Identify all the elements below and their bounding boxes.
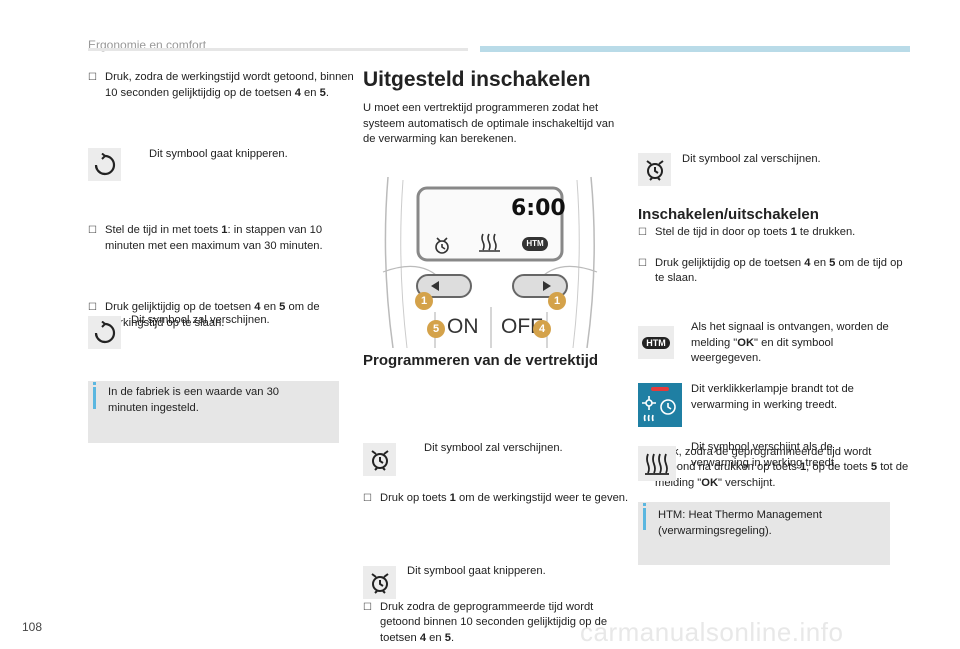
caption: Dit symbool gaat knipperen. <box>407 565 546 577</box>
caption: Dit symbool zal verschijnen. <box>424 442 563 454</box>
caption: Dit symbool gaat knipperen. <box>149 148 288 160</box>
page-number: 108 <box>22 620 43 634</box>
callout-badge: 5 <box>427 320 445 338</box>
step-item: ☐ Stel de tijd in met toets 1: in stappe… <box>88 224 323 252</box>
alarm-clock-icon <box>363 566 396 599</box>
info-note: In de fabriek is een waarde van 30 minut… <box>88 381 339 443</box>
caption: Dit symbool zal verschijnen. <box>131 314 270 326</box>
heating-warning-lamp-icon <box>638 383 682 427</box>
step-item: ☐ Druk, zodra de geprogrammeerde tijd wo… <box>638 445 910 492</box>
step-item: ☐ Druk gelijktijdig op de toetsen 4 en 5… <box>638 256 903 285</box>
heater-active-icon <box>638 446 676 481</box>
info-icon <box>93 382 96 385</box>
info-note: HTM: Heat Thermo Management (verwarmings… <box>638 502 890 565</box>
section-subtitle: Programmeren van de vertrektijd <box>363 352 599 369</box>
checkbox-bullet-icon: ☐ <box>88 302 97 313</box>
off-button-label: OFF <box>501 315 543 338</box>
step-item: ☐ Druk zodra de geprogrammeerde tijd wor… <box>363 600 608 644</box>
caption: Dit symbool zal verschijnen. <box>682 153 821 165</box>
checkbox-bullet-icon: ☐ <box>88 72 97 83</box>
intro-text: U moet een vertrektijd programmeren zoda… <box>363 102 615 145</box>
info-icon <box>643 503 646 506</box>
checkbox-bullet-icon: ☐ <box>638 227 647 238</box>
checkbox-bullet-icon: ☐ <box>363 601 372 613</box>
checkbox-bullet-icon: ☐ <box>88 225 97 236</box>
watermark: carmanualsonline.info <box>580 617 844 647</box>
page-title: Uitgesteld inschakelen <box>363 68 591 91</box>
alarm-clock-icon <box>638 153 671 186</box>
step-item: ☐ Stel de tijd in door op toets 1 te dru… <box>638 225 910 241</box>
alarm-clock-icon <box>363 443 396 476</box>
caption: Dit symbool verschijnt als de verwarming… <box>691 441 838 469</box>
on-button-label: ON <box>447 315 479 338</box>
timer-reset-icon <box>88 148 121 181</box>
header-accent-bar <box>480 46 910 52</box>
display-time: 6:00 <box>511 196 566 221</box>
section-subtitle: Inschakelen/uitschakelen <box>638 206 819 223</box>
htm-badge: HTM <box>526 239 544 248</box>
step-item: ☐ Druk gelijktijdig op de toetsen 4 en 5… <box>88 301 320 329</box>
timer-reset-icon <box>88 316 121 349</box>
step-item: ☐ Druk, zodra de werkingstijd wordt geto… <box>88 71 354 99</box>
caption: Als het signaal is ontvangen, worden de … <box>691 321 889 364</box>
htm-icon: HTM <box>638 326 674 359</box>
callout-badge: 4 <box>533 320 551 338</box>
checkbox-bullet-icon: ☐ <box>363 493 372 504</box>
step-item: ☐ Druk op toets 1 om de werkingstijd wee… <box>363 491 630 507</box>
caption: Dit verklikkerlampje brandt tot de verwa… <box>691 383 854 411</box>
header-rule <box>88 48 468 51</box>
callout-badge: 1 <box>415 292 433 310</box>
checkbox-bullet-icon: ☐ <box>638 257 647 269</box>
timer-display-illustration: 6:00 HTM ON OFF 1 1 5 4 <box>363 172 617 349</box>
callout-badge: 1 <box>548 292 566 310</box>
